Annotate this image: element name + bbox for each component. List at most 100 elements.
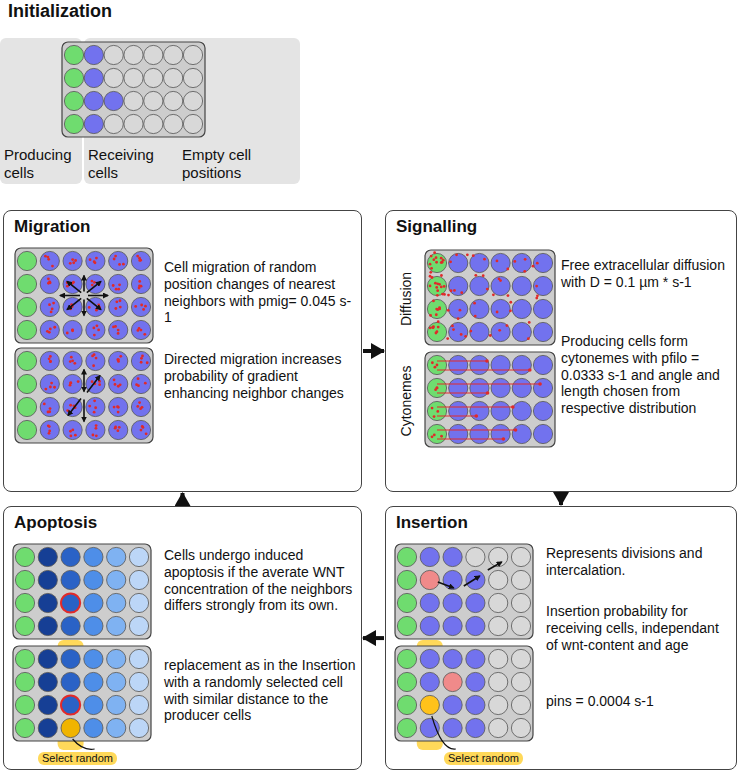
- sub-label: Diffusion: [398, 272, 415, 326]
- cell-symbol: [489, 649, 508, 668]
- wnt-dot: [437, 320, 440, 323]
- cell-symbol: [124, 45, 143, 64]
- cell-symbol: [86, 397, 105, 416]
- cell-symbol: [61, 672, 80, 691]
- cell-symbol: [533, 253, 552, 272]
- wnt-dot: [50, 311, 53, 314]
- cell-symbol: [512, 424, 531, 443]
- wnt-dot: [88, 306, 91, 309]
- wnt-dot: [450, 289, 453, 292]
- formula-text: pins = 0.0004 s-1: [546, 693, 728, 710]
- wnt-dot: [535, 297, 538, 300]
- wnt-dot: [447, 294, 450, 297]
- wnt-dot: [475, 414, 479, 418]
- cell-symbol: [86, 420, 105, 439]
- wnt-dot: [447, 309, 450, 312]
- cell-symbol: [63, 351, 82, 370]
- cell-symbol: [17, 420, 36, 439]
- cell-symbol: [40, 351, 59, 370]
- wnt-dot: [116, 429, 119, 432]
- cell-symbol: [17, 297, 36, 316]
- wnt-dot: [117, 288, 120, 291]
- leader-line: [73, 739, 95, 749]
- cell-symbol: [15, 547, 34, 566]
- cell-symbol: [470, 424, 489, 443]
- wnt-dot: [466, 253, 469, 256]
- wnt-dot: [91, 380, 94, 383]
- cytoneme-line: [437, 383, 540, 384]
- wnt-dot: [146, 361, 149, 364]
- cell-symbol: [449, 424, 468, 443]
- wnt-dot: [118, 283, 121, 286]
- cell-symbol: [183, 45, 202, 64]
- cell-symbol: [84, 45, 103, 64]
- cell-panel: [15, 248, 153, 343]
- wnt-dot: [69, 430, 72, 433]
- cell-symbol: [420, 616, 439, 635]
- cell-symbol: [107, 718, 126, 737]
- wnt-dot: [69, 404, 72, 407]
- wnt-dot: [442, 259, 445, 262]
- wnt-dot: [489, 334, 492, 337]
- cell-symbol: [420, 593, 439, 612]
- wnt-dot: [141, 425, 144, 428]
- cell-symbol: [491, 322, 510, 341]
- cell-symbol: [466, 616, 485, 635]
- cell-symbol: [443, 695, 462, 714]
- wnt-dot: [48, 429, 51, 432]
- wnt-dot: [95, 427, 98, 430]
- cell-symbol: [86, 251, 105, 270]
- cell-symbol: [466, 593, 485, 612]
- cell-panel: [425, 352, 555, 447]
- cell-symbol: [183, 91, 202, 110]
- cell-symbol: [15, 695, 34, 714]
- wnt-dot: [438, 283, 441, 286]
- cell-symbol: [427, 355, 446, 374]
- section-heading: Initialization: [8, 1, 112, 23]
- cell-symbol: [61, 593, 80, 612]
- wnt-dot: [485, 359, 489, 363]
- cell-symbol: [17, 351, 36, 370]
- cell-symbol: [64, 45, 83, 64]
- cell-symbol: [427, 276, 446, 295]
- cell-symbol: [40, 320, 59, 339]
- cell-symbol: [38, 570, 57, 589]
- cell-symbol: [470, 322, 489, 341]
- cell-symbol: [533, 424, 552, 443]
- cell-symbol: [15, 570, 34, 589]
- cell-symbol: [107, 547, 126, 566]
- wnt-dot: [498, 329, 501, 332]
- wnt-dot: [98, 383, 101, 386]
- cell-symbol: [144, 68, 163, 87]
- wnt-dot: [91, 355, 94, 358]
- wnt-dot: [433, 251, 436, 254]
- wnt-dot: [95, 424, 98, 427]
- cell-symbol: [63, 297, 82, 316]
- wnt-dot: [436, 410, 439, 413]
- cell-symbol: [511, 718, 530, 737]
- cell-symbol: [40, 274, 59, 293]
- wnt-dot: [435, 313, 438, 316]
- wnt-dot: [119, 383, 122, 386]
- description-text: Insertion probability for receiving cell…: [546, 603, 728, 653]
- wnt-dot: [138, 259, 141, 262]
- wnt-dot: [117, 411, 120, 414]
- cell-symbol: [84, 593, 103, 612]
- move-arrow: [488, 562, 502, 570]
- wnt-dot: [429, 327, 432, 330]
- wnt-dot: [44, 255, 47, 258]
- cell-symbol: [129, 695, 148, 714]
- cell-symbol: [124, 114, 143, 133]
- description-text: replacement as in the Insertion with a r…: [164, 657, 356, 724]
- cell-symbol: [427, 378, 446, 397]
- cell-symbol: [511, 547, 530, 566]
- wnt-dot: [482, 274, 485, 277]
- cell-symbol: [104, 114, 123, 133]
- wnt-dot: [538, 382, 542, 386]
- cell-symbol: [443, 547, 462, 566]
- move-arrow: [68, 399, 81, 416]
- cell-symbol: [131, 420, 150, 439]
- flow-arrow: [559, 493, 563, 505]
- wnt-dot: [117, 406, 120, 409]
